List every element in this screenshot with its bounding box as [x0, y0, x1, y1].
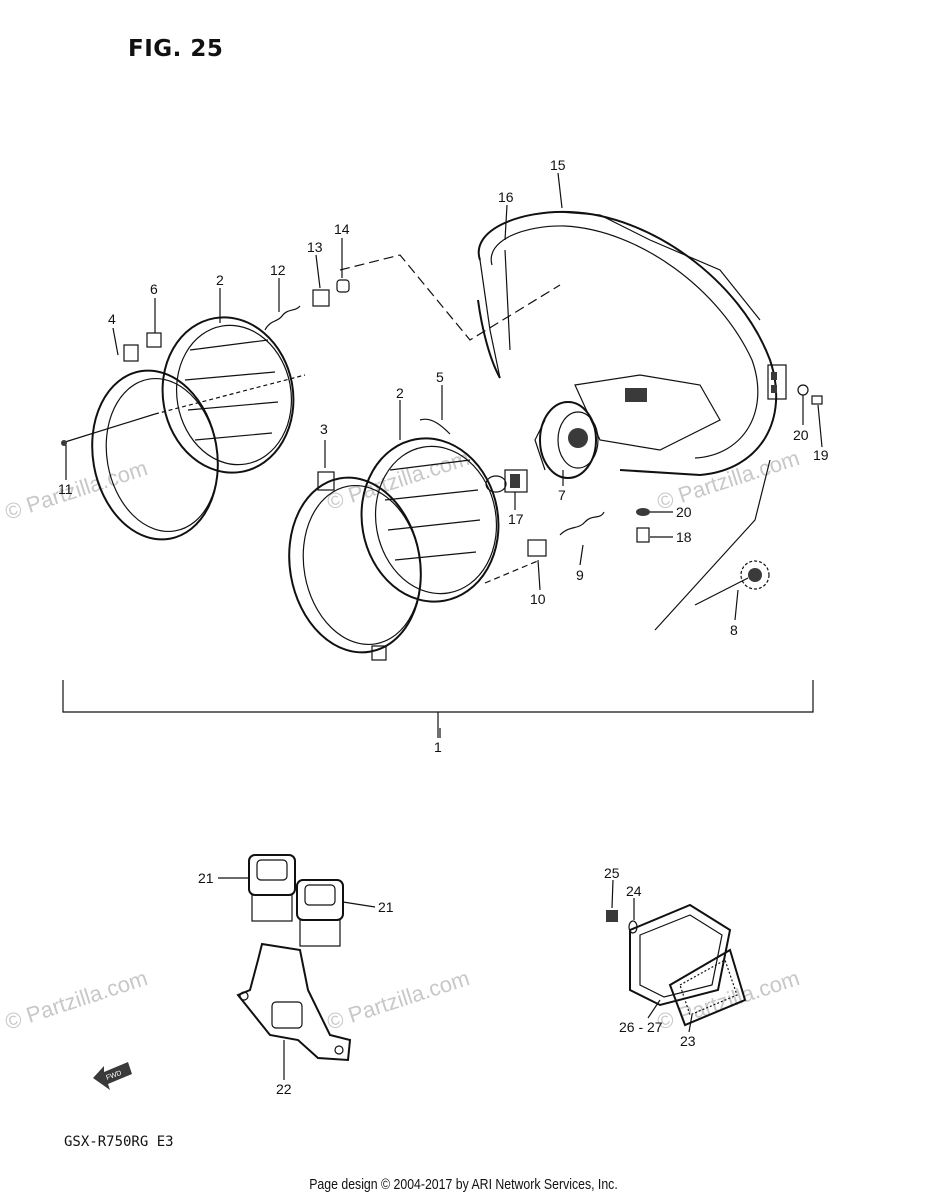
relay-bracket: [236, 942, 352, 1062]
callout-20-right: 20: [793, 427, 809, 443]
callout-14: 14: [334, 221, 350, 237]
callout-22: 22: [276, 1081, 292, 1097]
callout-2-upper: 2: [216, 272, 224, 288]
headlight-housing: [477, 210, 787, 477]
headlight-lens-lower: [360, 437, 500, 603]
reflector-assembly: [606, 903, 747, 1027]
watermark: © Partzilla.com: [2, 455, 151, 525]
callout-13: 13: [307, 239, 323, 255]
callout-2-lower: 2: [396, 385, 404, 401]
model-code: GSX-R750RG E3: [64, 1134, 174, 1150]
callouts: 1 2 2 3 4 5 6 7 8 9 10 11 12 13 14 15 16…: [58, 157, 829, 1097]
callout-4: 4: [108, 311, 116, 327]
callout-7: 7: [558, 487, 566, 503]
callout-8: 8: [730, 622, 738, 638]
bulb-socket: [534, 401, 599, 479]
callout-26-27: 26 - 27: [619, 1019, 663, 1035]
callout-21-left: 21: [198, 870, 214, 886]
adjusting-screw-long: [61, 374, 306, 446]
fwd-arrow-icon: FWD: [93, 1062, 132, 1090]
callout-20-lower: 20: [676, 504, 692, 520]
relays: [248, 854, 344, 947]
callout-16: 16: [498, 189, 514, 205]
headlight-lens-upper: [161, 316, 295, 474]
watermark: © Partzilla.com: [324, 965, 473, 1035]
callout-21-right: 21: [378, 899, 394, 915]
callout-10: 10: [530, 591, 546, 607]
callout-18: 18: [676, 529, 692, 545]
callout-17: 17: [508, 511, 524, 527]
small-parts: [146, 254, 823, 631]
headlight-bulb: [485, 469, 528, 493]
figure-title: FIG. 25: [128, 36, 224, 62]
callout-5: 5: [436, 369, 444, 385]
callout-3: 3: [320, 421, 328, 437]
callout-15: 15: [550, 157, 566, 173]
page-footer: Page design © 2004-2017 by ARI Network S…: [309, 1176, 618, 1193]
callout-25: 25: [604, 865, 620, 881]
headlight-rim-lower: [288, 471, 422, 661]
housing-clip: [625, 388, 647, 402]
leader-lines: [65, 172, 823, 1080]
callout-6: 6: [150, 281, 158, 297]
callout-9: 9: [576, 567, 584, 583]
callout-12: 12: [270, 262, 286, 278]
headlight-rim-upper: [91, 344, 219, 541]
callout-11: 11: [58, 481, 73, 497]
assembly-bracket: [62, 680, 814, 738]
callout-23: 23: [680, 1033, 696, 1049]
callout-24: 24: [626, 883, 642, 899]
callout-1: 1: [434, 739, 442, 755]
watermark: © Partzilla.com: [2, 965, 151, 1035]
callout-19: 19: [813, 447, 829, 463]
